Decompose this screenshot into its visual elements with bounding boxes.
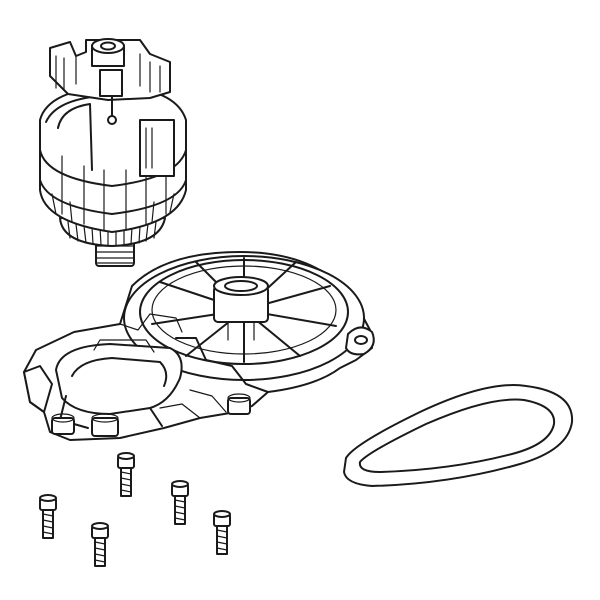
drive-belt [343,384,574,487]
motor-top-bracket [49,38,171,125]
screw [91,522,109,567]
screw [171,480,189,525]
screws [39,452,231,567]
housing-mount-ear [345,326,375,356]
housing-pulley-cavity [55,339,183,429]
screw [117,452,135,497]
motor-housing-plate [23,251,375,441]
motor-assembly [39,38,187,267]
motor-stator [39,85,187,233]
screw [39,494,57,539]
screw [213,510,231,555]
housing-bosses [51,393,251,437]
